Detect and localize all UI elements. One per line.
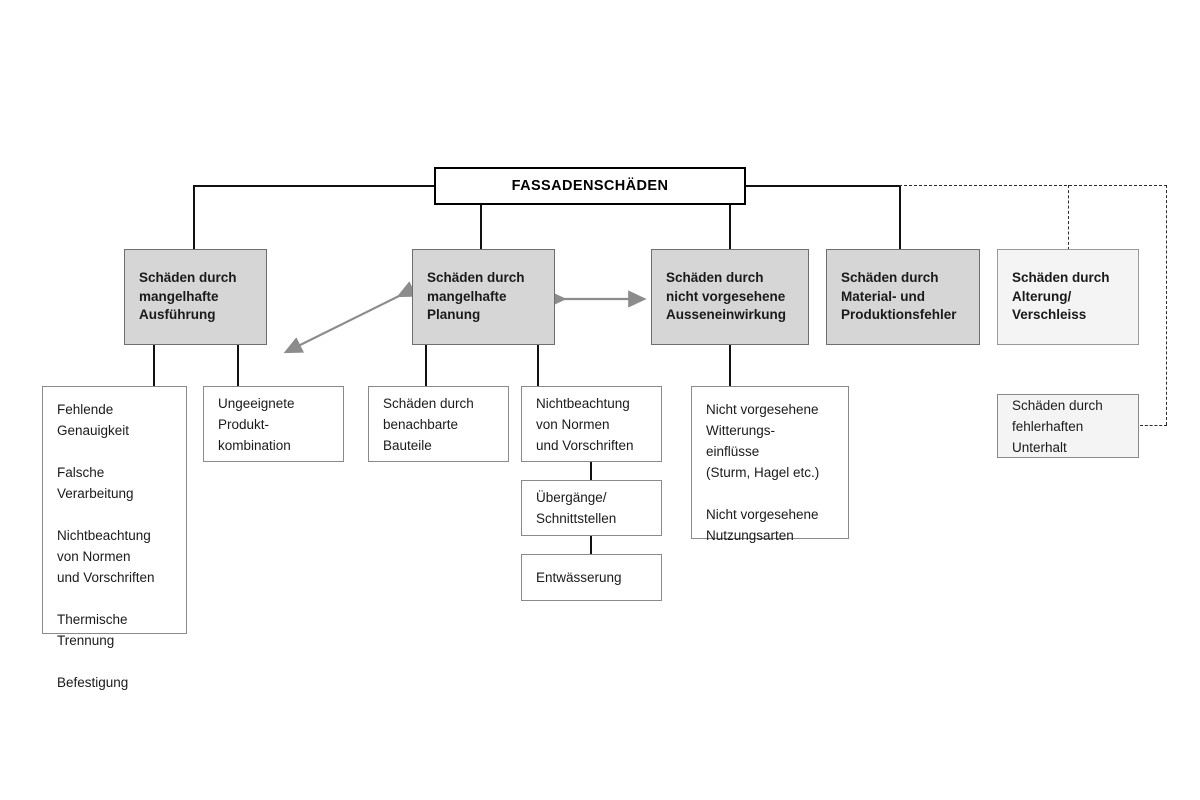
leaf-box-ausfuehrung-liste[interactable]: Fehlende Genauigkeit Falsche Verarbeitun… <box>42 386 187 690</box>
connector-root-to-ausfuehrung <box>193 185 195 250</box>
category-box-material[interactable]: Schäden durch Material- und Produktionsf… <box>826 249 980 345</box>
leaf-label-normen-vorschriften: Nichtbeachtung von Normen und Vorschrift… <box>536 395 634 453</box>
leaf-box-benachbarte-bauteile[interactable]: Schäden durch benachbarte Bauteile <box>368 386 509 462</box>
dashed-connector-to-unterhalt <box>1166 185 1167 425</box>
connector-planung-to-normen <box>537 345 539 386</box>
connector-root-to-material <box>899 185 901 250</box>
leaf-label-witterung-nutzung: Nicht vorgesehene Witterungs- einflüsse … <box>706 402 820 543</box>
dashed-connector-to-alterung <box>1068 185 1069 250</box>
category-box-alterung[interactable]: Schäden durch Alterung/ Verschleiss <box>997 249 1139 345</box>
leaf-label-uebergaenge: Übergänge/ Schnittstellen <box>536 490 617 526</box>
leaf-box-produktkombination[interactable]: Ungeeignete Produkt- kombination <box>203 386 344 462</box>
category-box-ausfuehrung[interactable]: Schäden durch mangelhafte Ausführung <box>124 249 267 345</box>
category-label-planung: Schäden durch mangelhafte Planung <box>427 270 525 323</box>
connector-planung-to-benachbarte <box>425 345 427 386</box>
category-label-aussen: Schäden durch nicht vorgesehene Aussenei… <box>666 270 787 323</box>
leaf-box-unterhalt[interactable]: Schäden durch fehlerhaften Unterhalt <box>997 394 1139 458</box>
leaf-box-normen-vorschriften[interactable]: Nichtbeachtung von Normen und Vorschrift… <box>521 386 662 462</box>
dashed-trunk-horizontal <box>899 185 1167 186</box>
connector-root-to-planung <box>480 201 482 250</box>
leaf-box-witterung-nutzung[interactable]: Nicht vorgesehene Witterungs- einflüsse … <box>691 386 849 543</box>
root-label: FASSADENSCHÄDEN <box>511 178 669 194</box>
category-box-planung[interactable]: Schäden durch mangelhafte Planung <box>412 249 555 345</box>
leaf-label-ausfuehrung-liste: Fehlende Genauigkeit Falsche Verarbeitun… <box>57 402 155 690</box>
connector-uebergaenge-to-entwaesserung <box>590 535 592 554</box>
leaf-box-uebergaenge[interactable]: Übergänge/ Schnittstellen <box>521 480 662 536</box>
leaf-label-entwaesserung: Entwässerung <box>536 570 622 585</box>
connector-ausfuehrung-to-liste <box>153 345 155 386</box>
leaf-label-produktkombination: Ungeeignete Produkt- kombination <box>218 395 295 453</box>
connector-root-to-aussen <box>729 201 731 250</box>
category-label-ausfuehrung: Schäden durch mangelhafte Ausführung <box>139 270 237 323</box>
category-box-aussen[interactable]: Schäden durch nicht vorgesehene Aussenei… <box>651 249 809 345</box>
double-arrow-planung-aussen <box>548 290 647 308</box>
category-label-material: Schäden durch Material- und Produktionsf… <box>841 270 957 323</box>
connector-ausfuehrung-to-produktkombination <box>237 345 239 386</box>
root-box-fassadenschaeden[interactable]: FASSADENSCHÄDEN <box>434 167 746 205</box>
double-arrow-ausfuehrung-planung <box>283 281 418 354</box>
connector-aussen-to-witterung <box>729 345 731 386</box>
dashed-connector-unterhalt-stub <box>1140 425 1167 426</box>
leaf-box-entwaesserung[interactable]: Entwässerung <box>521 554 662 601</box>
connector-normen-to-uebergaenge <box>590 461 592 480</box>
category-label-alterung: Schäden durch Alterung/ Verschleiss <box>1012 270 1110 323</box>
leaf-label-benachbarte-bauteile: Schäden durch benachbarte Bauteile <box>383 395 474 453</box>
leaf-label-unterhalt: Schäden durch fehlerhaften Unterhalt <box>1012 397 1103 455</box>
